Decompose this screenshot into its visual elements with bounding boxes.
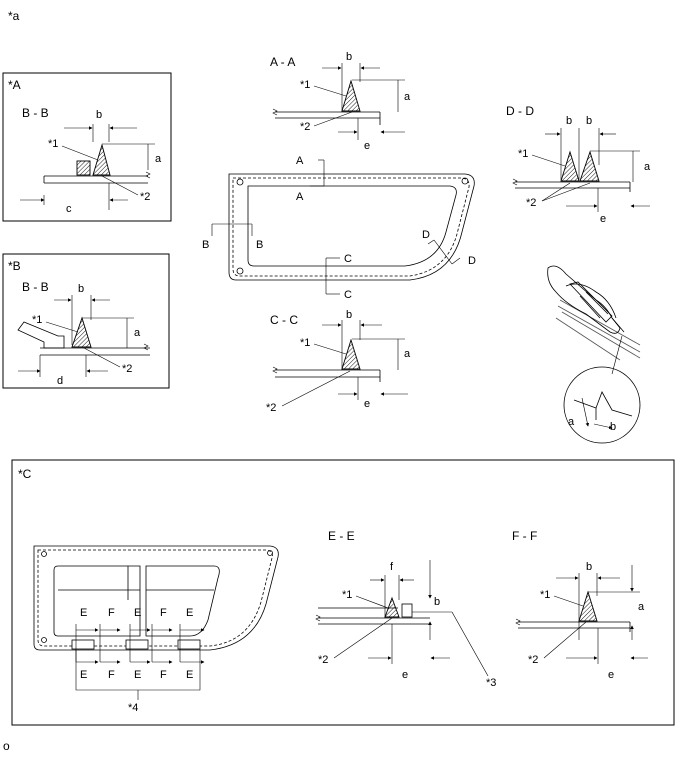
- section-aa-bead: [341, 79, 361, 112]
- section-aa-callout-1: *1: [300, 79, 310, 91]
- cut-d-bottom-label: D: [468, 255, 476, 267]
- section-ee-callout-2: *2: [318, 654, 328, 666]
- cut-c-top-label: C: [344, 253, 352, 265]
- panel-b-callout-1: *1: [32, 314, 42, 326]
- panel-b-section-title: B - B: [22, 280, 49, 294]
- section-aa-callout-2: *2: [300, 121, 310, 133]
- panel-b-dim-b: b: [78, 283, 84, 295]
- cut-label-bottom-1: E: [80, 669, 87, 681]
- panel-b-tag: *B: [8, 259, 21, 273]
- detail-dim-a: a: [568, 416, 575, 428]
- section-ff: F - F b a *1 *2 e: [512, 529, 648, 681]
- section-dd-dim-b2: b: [586, 115, 592, 127]
- section-cc-dim-b: b: [346, 309, 352, 321]
- panel-b-bead: [71, 316, 92, 348]
- section-dd-dim-a: a: [644, 161, 651, 173]
- section-aa: A - A b a *1 *2 e: [270, 51, 411, 152]
- callout-4: *4: [128, 702, 138, 714]
- window-outline: A A B B C C D D: [202, 155, 476, 301]
- section-ee-spacer: [401, 603, 413, 618]
- section-ff-dim-a: a: [638, 601, 645, 613]
- section-dd-callout-2: *2: [526, 197, 536, 209]
- panel-a-section-title: B - B: [22, 106, 49, 120]
- section-dd-callout-1: *1: [518, 148, 528, 160]
- cut-b-right-label: B: [256, 239, 263, 251]
- section-ff-title: F - F: [512, 529, 537, 543]
- cut-label-bottom-3: E: [134, 669, 141, 681]
- section-ee-dim-b: b: [434, 596, 440, 608]
- clip-right: [177, 639, 201, 650]
- cut-label-top-3: E: [134, 607, 141, 619]
- panel-a-callout-1: *1: [48, 138, 58, 150]
- section-ee-callout-1: *1: [342, 589, 352, 601]
- section-ff-callout-2: *2: [528, 654, 538, 666]
- detail-dim-b: b: [610, 421, 616, 433]
- panel-b-callout-2: *2: [122, 363, 132, 375]
- cut-label-bottom-2: F: [108, 669, 115, 681]
- sealer-application-illustration: a b: [547, 265, 641, 444]
- section-cc: C - C b a *1 *2 e: [266, 309, 411, 414]
- section-ee: E - E f b *1 *2 *3 e: [315, 529, 496, 689]
- cut-label-top-2: F: [108, 607, 115, 619]
- section-dd: D - D b b a *1 *2 e: [506, 104, 651, 225]
- figure-reference: *a: [8, 9, 20, 23]
- section-aa-title: A - A: [270, 55, 295, 69]
- section-ee-title: E - E: [328, 529, 355, 543]
- cut-d-top-label: D: [422, 229, 430, 241]
- cut-a-top-label: A: [296, 155, 304, 167]
- section-aa-dim-e: e: [364, 140, 370, 152]
- cut-label-bottom-4: F: [160, 669, 167, 681]
- footer-mark: o: [3, 739, 10, 753]
- section-ee-dim-f: f: [390, 561, 394, 573]
- panel-a-section-bb: *A B - B b a *1 *2 c: [2, 72, 172, 222]
- section-cc-callout-2: *2: [266, 402, 276, 414]
- section-aa-dim-a: a: [404, 91, 411, 103]
- cut-a-bottom-label: A: [296, 191, 304, 203]
- section-dd-bead-2: [579, 150, 600, 182]
- section-cc-dim-e: e: [364, 398, 370, 410]
- section-ee-callout-3: *3: [486, 677, 496, 689]
- section-cc-dim-a: a: [404, 348, 411, 360]
- panel-a-dim-b: b: [96, 109, 102, 121]
- section-cc-title: C - C: [270, 313, 298, 327]
- section-ff-bead: [578, 590, 598, 622]
- section-dd-dim-e: e: [600, 213, 606, 225]
- panel-a-bead: [92, 143, 111, 176]
- cut-label-top-4: F: [160, 607, 167, 619]
- panel-a-callout-2: *2: [140, 191, 150, 203]
- clip-left: [71, 639, 95, 650]
- section-dd-bead-1: [560, 150, 580, 182]
- section-aa-dim-b: b: [346, 51, 352, 63]
- panel-b-dim-d: d: [57, 375, 63, 387]
- cut-label-top-5: E: [186, 607, 193, 619]
- cut-label-bottom-5: E: [186, 669, 193, 681]
- panel-c: *C E F E F E: [11, 459, 675, 726]
- section-ee-bead: [384, 596, 400, 618]
- panel-b-section-bb: *B B - B b a *1 *2 d: [2, 253, 170, 389]
- section-ff-dim-e: e: [608, 669, 614, 681]
- panel-a-dim-a: a: [155, 153, 162, 165]
- section-dd-title: D - D: [506, 104, 534, 118]
- panel-b-dim-a: a: [134, 327, 141, 339]
- section-ff-dim-b: b: [586, 561, 592, 573]
- section-dd-dim-b1: b: [566, 115, 572, 127]
- section-cc-bead: [341, 338, 361, 370]
- cut-b-left-label: B: [202, 239, 209, 251]
- panel-a-dim-c: c: [66, 203, 72, 215]
- section-ff-callout-1: *1: [540, 589, 550, 601]
- panel-a-tag: *A: [8, 78, 21, 92]
- section-ee-dim-e: e: [402, 669, 408, 681]
- section-cc-callout-1: *1: [300, 337, 310, 349]
- panel-c-tag: *C: [18, 467, 32, 481]
- panel-a-old-bead: [76, 160, 91, 176]
- clip-middle: [125, 639, 149, 650]
- cut-c-bottom-label: C: [344, 289, 352, 301]
- cut-label-top-1: E: [80, 607, 87, 619]
- panel-b-scraper-icon: [17, 321, 65, 349]
